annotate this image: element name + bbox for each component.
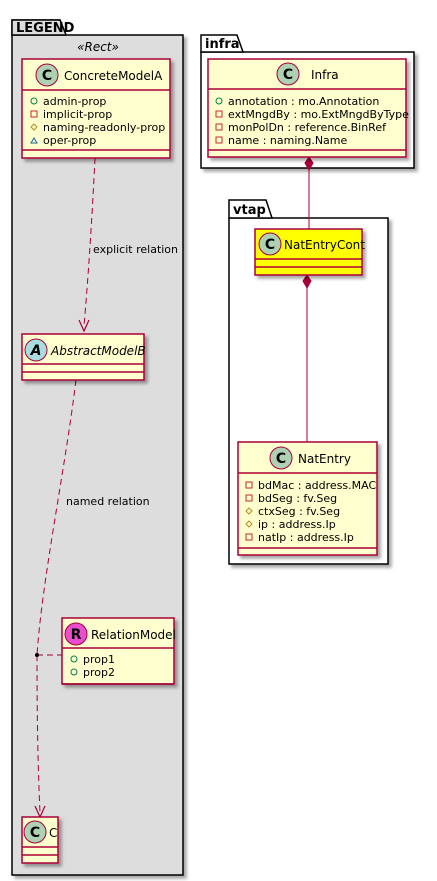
attr-row: extMngdBy : mo.ExtMngdByType — [215, 108, 409, 121]
class-name: C — [49, 826, 57, 840]
relation-infra-natentrycont — [304, 156, 314, 229]
package-legend-stereotype: «Rect» — [77, 40, 119, 54]
attr-row: prop2 — [70, 666, 115, 679]
attr-row: implicit-prop — [30, 108, 112, 121]
relation-circle-icon — [64, 622, 88, 646]
svg-text:C: C — [265, 237, 275, 253]
protected-diamond-icon — [245, 520, 253, 528]
relation-named-label: named relation — [66, 495, 150, 508]
attr-row: ip : address.Ip — [245, 518, 336, 531]
svg-text:monPolDn : reference.BinRef: monPolDn : reference.BinRef — [228, 121, 387, 134]
attr-row: name : naming.Name — [215, 134, 348, 147]
relation-explicit-label: explicit relation — [93, 243, 178, 256]
class-name: Infra — [311, 68, 339, 82]
private-square-icon — [215, 123, 223, 131]
protected-diamond-icon — [30, 123, 38, 131]
attr-row: monPolDn : reference.BinRef — [215, 121, 387, 134]
public-circle-icon — [70, 655, 78, 663]
svg-text:oper-prop: oper-prop — [43, 134, 96, 147]
svg-text:ip : address.Ip: ip : address.Ip — [258, 518, 336, 531]
svg-text:implicit-prop: implicit-prop — [43, 108, 112, 121]
relation-named: named relation — [34, 379, 150, 819]
attr-row: bdSeg : fv.Seg — [245, 492, 337, 505]
protected-diamond-icon — [245, 507, 253, 515]
svg-text:C: C — [42, 68, 52, 84]
package-vtap-name: vtap — [233, 203, 266, 218]
class-name: ConcreteModelA — [64, 69, 163, 83]
svg-text:ctxSeg : fv.Seg: ctxSeg : fv.Seg — [258, 505, 340, 518]
svg-text:R: R — [71, 627, 82, 643]
class-nat-entry: C NatEntry bdMac : address.MAC bdSeg : f… — [237, 441, 378, 556]
package-legend-name: LEGEND — [16, 21, 75, 36]
class-circle-icon — [276, 62, 300, 86]
attr-row: annotation : mo.Annotation — [215, 95, 379, 108]
svg-text:naming-readonly-prop: naming-readonly-prop — [43, 121, 165, 134]
public-circle-icon — [30, 97, 38, 105]
private-square-icon — [245, 481, 253, 489]
relation-natentrycont-natentry — [302, 274, 312, 442]
private-square-icon — [245, 494, 253, 502]
attr-row: naming-readonly-prop — [30, 121, 165, 134]
private-square-icon — [30, 110, 38, 118]
svg-text:A: A — [30, 343, 42, 359]
class-concrete-model-a: C ConcreteModelA admin-prop implicit-pro… — [21, 58, 171, 159]
class-name: RelationModel — [91, 628, 176, 642]
attr-row: natIp : address.Ip — [245, 531, 354, 544]
svg-text:prop2: prop2 — [83, 666, 115, 679]
class-name: AbstractModelB — [50, 344, 146, 358]
svg-text:natIp : address.Ip: natIp : address.Ip — [258, 531, 354, 544]
package-legend: LEGEND «Rect» — [11, 19, 184, 876]
class-nat-entry-cont: C NatEntryCont — [254, 228, 365, 276]
class-circle-icon — [258, 232, 282, 256]
svg-text:admin-prop: admin-prop — [43, 95, 106, 108]
attr-row: prop1 — [70, 653, 115, 666]
attr-row: bdMac : address.MAC — [245, 479, 376, 492]
class-circle-icon — [23, 820, 47, 844]
class-infra: C Infra annotation : mo.Annotation extMn… — [207, 58, 409, 158]
class-abstract-model-b: A AbstractModelB — [21, 333, 146, 381]
class-circle-icon — [35, 63, 59, 87]
class-c: C C — [21, 816, 59, 864]
private-square-icon — [245, 533, 253, 541]
package-infra-name: infra — [205, 37, 240, 52]
public-circle-icon — [215, 97, 223, 105]
attr-row: oper-prop — [30, 134, 96, 147]
svg-text:bdSeg : fv.Seg: bdSeg : fv.Seg — [258, 492, 337, 505]
svg-text:extMngdBy : mo.ExtMngdByType: extMngdBy : mo.ExtMngdByType — [228, 108, 409, 121]
attr-row: ctxSeg : fv.Seg — [245, 505, 340, 518]
svg-text:bdMac : address.MAC: bdMac : address.MAC — [258, 479, 376, 492]
abstract-circle-icon — [24, 338, 48, 362]
svg-text:C: C — [276, 451, 286, 467]
svg-text:C: C — [30, 825, 40, 841]
class-relation-model: R RelationModel prop1 prop2 — [61, 617, 176, 685]
public-circle-icon — [70, 668, 78, 676]
class-name: NatEntryCont — [284, 238, 365, 252]
svg-text:prop1: prop1 — [83, 653, 115, 666]
svg-text:annotation : mo.Annotation: annotation : mo.Annotation — [228, 95, 379, 108]
attr-row: admin-prop — [30, 95, 106, 108]
class-circle-icon — [269, 446, 293, 470]
class-name: NatEntry — [298, 452, 351, 466]
private-square-icon — [215, 136, 223, 144]
relation-explicit: explicit relation — [78, 157, 178, 333]
package-triangle-icon — [30, 137, 38, 144]
svg-text:C: C — [283, 67, 293, 83]
svg-text:name : naming.Name: name : naming.Name — [228, 134, 348, 147]
private-square-icon — [215, 110, 223, 118]
